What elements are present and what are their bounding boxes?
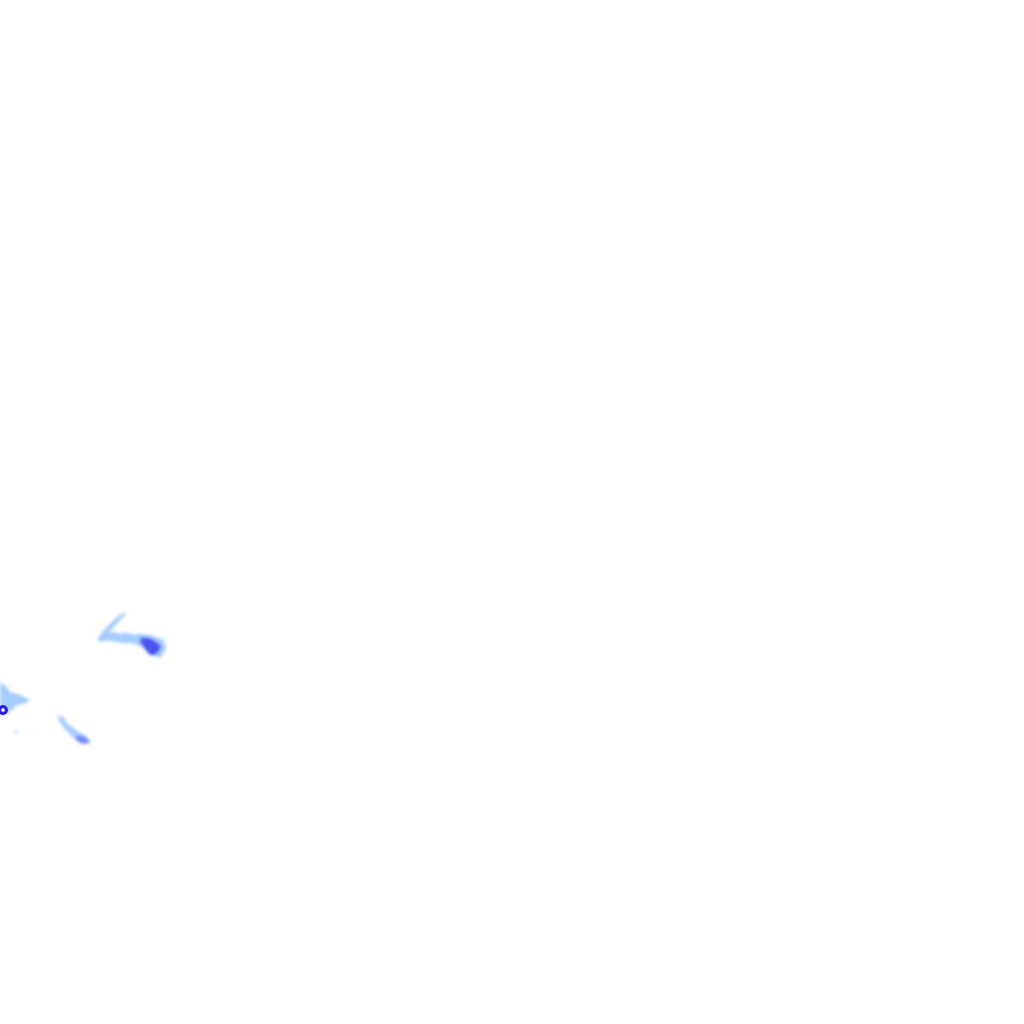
precip-core (140, 637, 161, 656)
precip-speck (14, 730, 18, 734)
precip-cell-west (0, 682, 30, 734)
precip-core (76, 735, 90, 744)
precip-cell-south (58, 715, 90, 744)
location-marker[interactable] (0, 705, 8, 715)
location-dot-center (1, 708, 5, 712)
precip-band (0, 682, 30, 716)
precip-cell-north (97, 612, 166, 658)
